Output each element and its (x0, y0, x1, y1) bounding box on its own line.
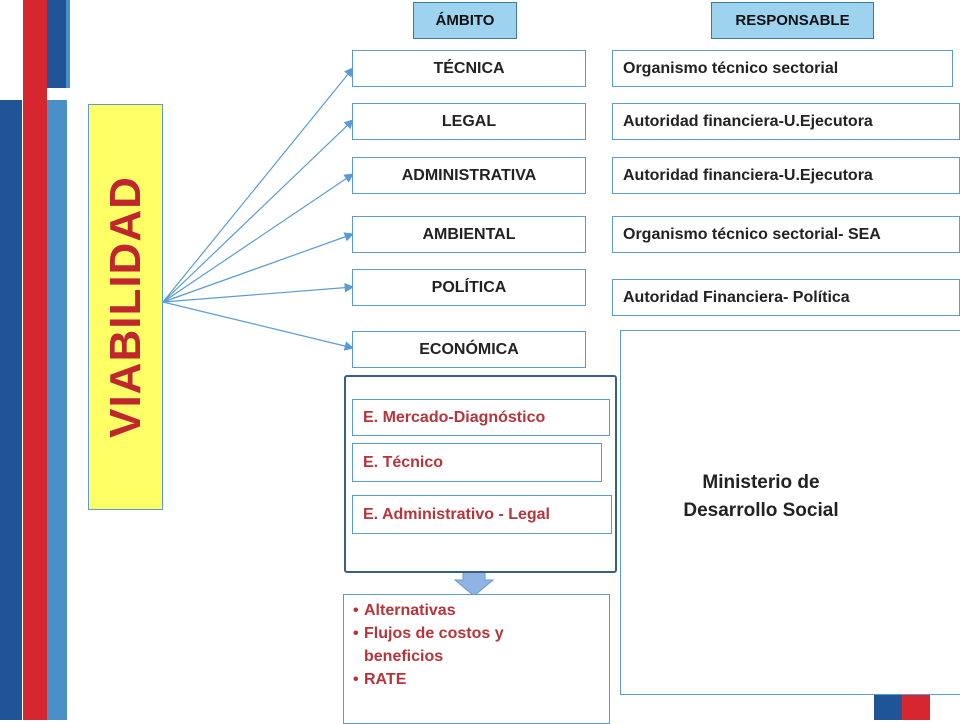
decor-bar-white (0, 0, 22, 100)
arrow-legal (162, 119, 354, 303)
estudio-tecnico: E. Técnico (352, 443, 602, 482)
header-ambito: ÁMBITO (413, 2, 517, 39)
estudios-group (344, 375, 617, 573)
estudio-mercado: E. Mercado-Diagnóstico (352, 399, 610, 436)
responsable-ambiental: Organismo técnico sectorial- SEA (612, 216, 960, 253)
resultados-box: Alternativas Flujos de costos y beneficio… (343, 594, 610, 724)
resultado-flujos-line-2: beneficios (364, 648, 444, 665)
responsable-legal: Autoridad financiera-U.Ejecutora (612, 103, 960, 140)
arrow-administrativa (162, 173, 354, 303)
ambito-economica: ECONÓMICA (352, 331, 586, 368)
estudio-administrativo-legal: E. Administrativo - Legal (352, 495, 612, 534)
arrow-economica (162, 301, 355, 351)
decor-bar-blue-light (47, 100, 67, 720)
resultado-alternativas: Alternativas (353, 599, 603, 622)
down-arrow-icon (453, 571, 495, 597)
ambito-legal: LEGAL (352, 103, 586, 140)
ambito-administrativa: ADMINISTRATIVA (352, 157, 586, 194)
resultado-flujos-line-1: Flujos de costos y (364, 625, 504, 642)
header-responsable: RESPONSABLE (711, 2, 874, 39)
arrow-politica (162, 282, 355, 303)
ministerio-line-1: Ministerio de (702, 472, 820, 493)
ministerio-label: Ministerio de Desarrollo Social (683, 469, 838, 525)
viabilidad-box: VIABILIDAD (88, 104, 163, 510)
decor-top-square-shadow (66, 0, 70, 88)
resultado-flujos: Flujos de costos y beneficios (353, 622, 603, 668)
ambito-ambiental: AMBIENTAL (352, 216, 586, 253)
arrow-tecnica (162, 67, 354, 303)
decor-bar-red (23, 0, 47, 720)
resultado-rate: RATE (353, 668, 603, 691)
responsable-tecnica: Organismo técnico sectorial (612, 50, 953, 87)
arrow-ambiental (162, 232, 355, 303)
ministerio-box: Ministerio de Desarrollo Social (620, 330, 960, 695)
responsable-politica: Autoridad Financiera- Política (612, 279, 960, 316)
decor-bar-blue-dark (0, 100, 22, 720)
ambito-tecnica: TÉCNICA (352, 50, 586, 87)
ambito-politica: POLÍTICA (352, 269, 586, 306)
responsable-administrativa: Autoridad financiera-U.Ejecutora (612, 157, 960, 194)
decor-top-square-blue (47, 0, 69, 88)
ministerio-line-2: Desarrollo Social (683, 500, 839, 521)
